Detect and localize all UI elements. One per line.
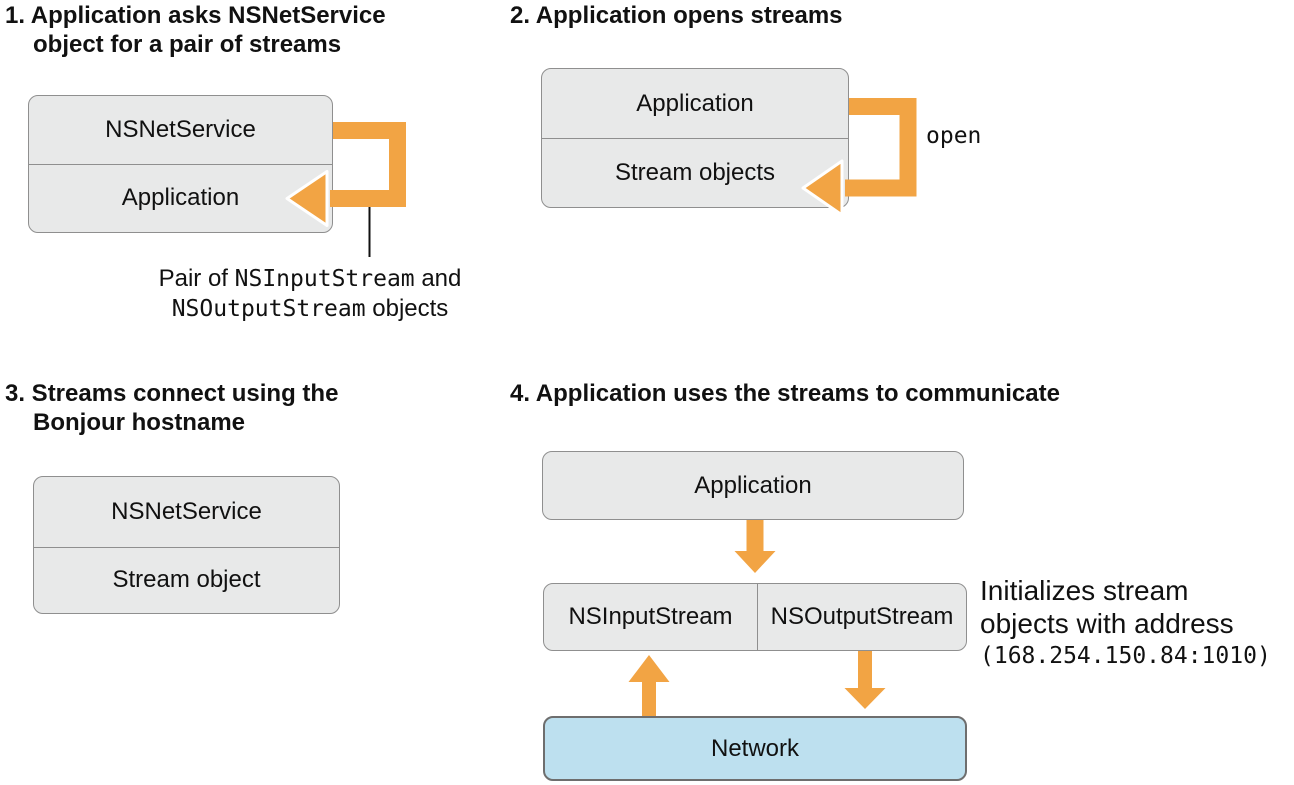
step2-heading-line1: 2. Application opens streams [510, 2, 843, 29]
caption-code-nsinputstream: NSInputStream [234, 266, 415, 292]
step1-box-row-application: Application [29, 164, 332, 231]
step3-box-row-stream-object: Stream object [34, 547, 339, 612]
open-label: open [926, 123, 982, 149]
down-arrow2-icon [844, 651, 886, 709]
caption-suffix: objects [365, 295, 449, 322]
step4-application-label: Application [694, 471, 812, 499]
step1-box-row-nsnetservice: NSNetService [105, 116, 256, 143]
step2-box-row-stream-objects: Stream objects [542, 138, 848, 206]
step3-box: NSNetService Stream object [33, 476, 340, 614]
stream-pair-caption: Pair of NSInputStream and NSOutputStream… [150, 264, 470, 324]
caption-prefix: Pair of [158, 265, 235, 292]
nsinputstream-cell: NSInputStream [568, 603, 733, 630]
address-note-line1: Initializes stream [980, 575, 1189, 606]
step3-heading-line2: Bonjour hostname [33, 409, 246, 436]
step1-heading-line1: 1. Application asks NSNetService [5, 2, 386, 29]
step4-application-box: Application [542, 451, 964, 520]
step2-box-row-application: Application [636, 89, 754, 117]
step1-heading-line2: object for a pair of streams [33, 31, 342, 58]
caption-mid: and [414, 265, 462, 292]
step1-heading: 1. Application asks NSNetService object … [5, 1, 386, 59]
step3-heading: 3. Streams connect using the Bonjour hos… [5, 379, 338, 437]
step1-box: NSNetService Application [28, 95, 333, 233]
step4-streams-box: NSInputStream NSOutputStream [543, 583, 967, 651]
step2-heading: 2. Application opens streams [510, 1, 843, 30]
caption-code-nsoutputstream: NSOutputStream [171, 296, 366, 322]
step4-heading: 4. Application uses the streams to commu… [510, 379, 1060, 408]
address-note-address: (168.254.150.84:1010) [980, 643, 1271, 669]
caption-line2: NSOutputStream objects [150, 294, 470, 324]
down-arrow-icon [734, 520, 776, 573]
up-arrow-icon [628, 655, 670, 716]
address-note-line2: objects with address [980, 608, 1234, 639]
step3-box-row-nsnetservice: NSNetService [111, 498, 262, 525]
caption-line1: Pair of NSInputStream and [150, 264, 470, 294]
step4-heading-line1: 4. Application uses the streams to commu… [510, 380, 1060, 407]
step1-loop-arrow-icon [330, 122, 406, 207]
step3-heading-line1: 3. Streams connect using the [5, 380, 339, 407]
step2-loop-arrow-icon [845, 98, 917, 197]
nsoutputstream-cell: NSOutputStream [757, 584, 966, 650]
network-box: Network [543, 716, 967, 781]
address-note: Initializes stream objects with address … [980, 574, 1271, 673]
step2-box: Application Stream objects [541, 68, 849, 208]
